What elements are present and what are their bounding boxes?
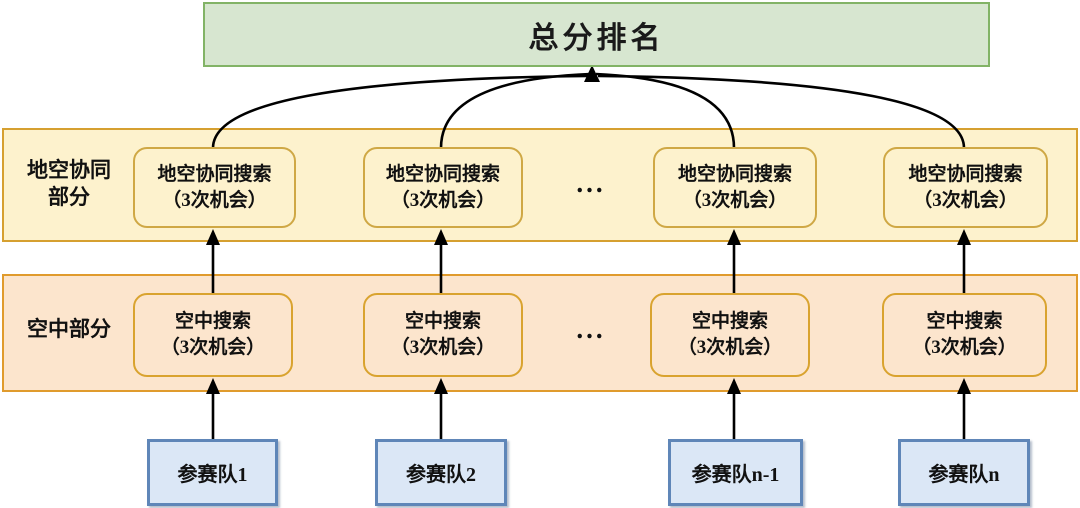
ground-air-search-box-3: 地空协同搜索 （3次机会） [653,147,817,228]
team-box-1: 参赛队1 [147,439,278,506]
ground-air-search-4-line1: 地空协同搜索 [908,163,1023,185]
team-1-label: 参赛队1 [177,464,248,486]
ground-air-search-box-4: 地空协同搜索 （3次机会） [883,147,1048,228]
ground-air-search-box-1: 地空协同搜索 （3次机会） [133,147,296,228]
ground-air-band-label: 地空协同 部分 [8,157,130,211]
arrowhead-to-ranking [584,65,600,82]
air-search-2-line1: 空中搜索 [404,311,481,332]
air-search-box-2: 空中搜索 （3次机会） [363,293,523,377]
air-search-1-line2: （3次机会） [160,337,266,358]
air-band-label-line1: 空中部分 [27,317,111,341]
ground-air-band-label-line1: 地空协同 [27,158,111,182]
total-ranking-box: 总分排名 [203,2,990,67]
air-search-3-line2: （3次机会） [677,337,783,358]
total-ranking-label: 总分排名 [528,21,665,55]
air-search-2-line2: （3次机会） [390,337,496,358]
ground-air-search-2-line2: （3次机会） [390,189,496,211]
team-4-label: 参赛队n [928,464,1000,486]
ground-air-search-1-line1: 地空协同搜索 [157,163,272,185]
air-search-4-line2: （3次机会） [912,337,1017,358]
air-ellipsis: ... [576,314,606,344]
air-band-label: 空中部分 [8,316,130,343]
ground-air-band-label-line2: 部分 [48,185,90,209]
air-search-3-line1: 空中搜索 [691,311,768,332]
team-box-3: 参赛队n-1 [668,439,803,506]
air-search-box-4: 空中搜索 （3次机会） [882,293,1047,377]
team-3-label: 参赛队n-1 [691,464,780,486]
ground-air-ellipsis: ... [576,168,606,198]
team-box-4: 参赛队n [898,439,1030,506]
team-2-label: 参赛队2 [406,464,476,486]
air-search-box-1: 空中搜索 （3次机会） [133,293,293,377]
ground-air-search-4-line2: （3次机会） [913,189,1018,211]
air-search-4-line1: 空中搜索 [926,311,1003,332]
air-search-box-3: 空中搜索 （3次机会） [650,293,810,377]
ground-air-search-1-line2: （3次机会） [162,189,267,211]
ground-air-search-2-line1: 地空协同搜索 [385,163,500,185]
team-box-2: 参赛队2 [375,439,507,506]
ground-air-search-3-line1: 地空协同搜索 [677,163,792,185]
air-search-1-line1: 空中搜索 [174,311,251,332]
ground-air-search-box-2: 地空协同搜索 （3次机会） [363,147,523,228]
ground-air-search-3-line2: （3次机会） [682,189,788,211]
